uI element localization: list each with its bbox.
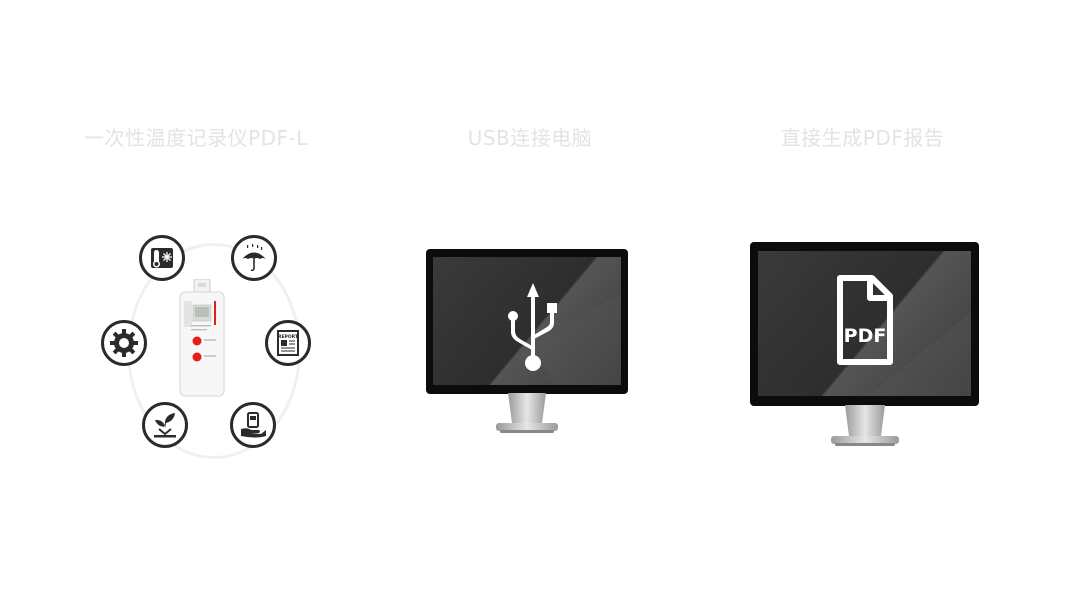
monitor-stand bbox=[496, 393, 558, 433]
feature-cluster: REPORT bbox=[95, 225, 325, 465]
gear-icon bbox=[101, 320, 147, 366]
temperature-logger-device bbox=[179, 279, 225, 397]
monitor-pdf: PDF bbox=[750, 242, 979, 448]
plant-growth-icon bbox=[142, 402, 188, 448]
report-badge-text: REPORT bbox=[278, 334, 299, 340]
section-title-pdf: 直接生成PDF报告 bbox=[780, 126, 945, 150]
section-title-usb: USB连接电脑 bbox=[467, 126, 593, 150]
monitor-stand bbox=[831, 405, 899, 446]
monitor-screen bbox=[433, 257, 621, 385]
hand-device-icon bbox=[230, 402, 276, 448]
report-icon: REPORT bbox=[265, 320, 311, 366]
monitor-usb bbox=[426, 249, 628, 435]
umbrella-rain-icon bbox=[231, 235, 277, 281]
thermometer-snowflake-icon bbox=[139, 235, 185, 281]
usb-icon bbox=[508, 283, 621, 385]
pdf-file-icon: PDF bbox=[837, 275, 893, 365]
pdf-file-label: PDF bbox=[844, 325, 887, 347]
section-title-logger: 一次性温度记录仪PDF-L bbox=[84, 126, 308, 150]
